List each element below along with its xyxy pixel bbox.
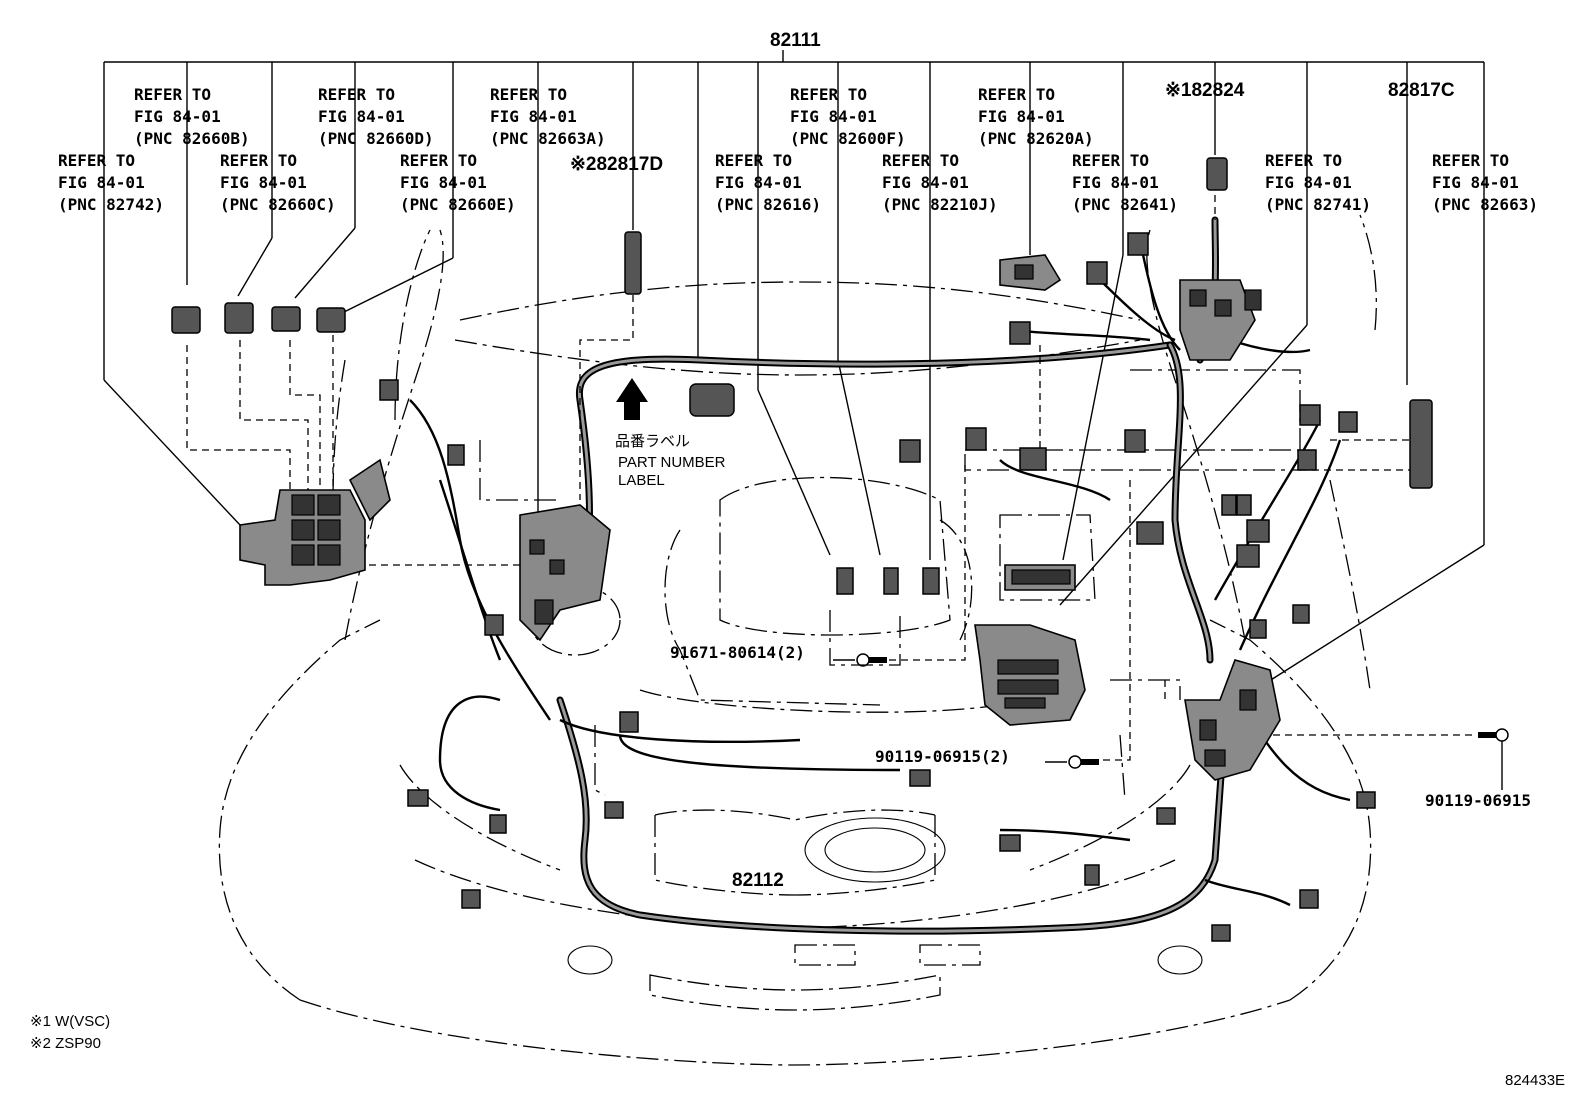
refer-82210j: REFER TO FIG 84-01 (PNC 82210J) (882, 151, 998, 214)
svg-text:REFER TO: REFER TO (58, 151, 135, 170)
refer-82660b: REFER TO FIG 84-01 (PNC 82660B) (134, 85, 250, 148)
bracket-82111 (103, 50, 1485, 691)
part-number-label-jp: 品番ラベル (615, 433, 690, 450)
svg-text:FIG 84-01: FIG 84-01 (400, 173, 487, 192)
svg-text:FIG 84-01: FIG 84-01 (490, 107, 577, 126)
svg-text:(PNC 82660D): (PNC 82660D) (318, 129, 434, 148)
svg-text:REFER TO: REFER TO (715, 151, 792, 170)
svg-text:FIG 84-01: FIG 84-01 (1265, 173, 1352, 192)
svg-text:REFER TO: REFER TO (882, 151, 959, 170)
fuse-box-top (999, 254, 1062, 291)
figure-id: 824433E (1505, 1072, 1565, 1089)
refer-82641: REFER TO FIG 84-01 (PNC 82641) (1072, 151, 1178, 214)
refer-82660e: REFER TO FIG 84-01 (PNC 82660E) (400, 151, 516, 214)
harness-cluster-right (1179, 279, 1262, 361)
svg-text:REFER TO: REFER TO (978, 85, 1055, 104)
bolt-91671-80614-label: 91671-80614(2) (670, 643, 805, 662)
svg-text:FIG 84-01: FIG 84-01 (134, 107, 221, 126)
svg-text:(PNC 82210J): (PNC 82210J) (882, 195, 998, 214)
svg-text:(PNC 82620A): (PNC 82620A) (978, 129, 1094, 148)
part-number-arrow (616, 378, 648, 420)
footnotes: ※1 W(VSC) ※2 ZSP90 (30, 1013, 110, 1052)
junction-block (1004, 564, 1076, 591)
footnote-1: ※1 W(VSC) (30, 1013, 110, 1030)
svg-text:(PNC 82660E): (PNC 82660E) (400, 195, 516, 214)
svg-text:FIG 84-01: FIG 84-01 (220, 173, 307, 192)
svg-text:REFER TO: REFER TO (790, 85, 867, 104)
svg-text:(PNC 82641): (PNC 82641) (1072, 195, 1178, 214)
refer-82616: REFER TO FIG 84-01 (PNC 82616) (715, 151, 821, 214)
svg-text:REFER TO: REFER TO (220, 151, 297, 170)
svg-text:FIG 84-01: FIG 84-01 (1072, 173, 1159, 192)
svg-text:REFER TO: REFER TO (1072, 151, 1149, 170)
svg-text:REFER TO: REFER TO (1432, 151, 1509, 170)
part-82817c-label: 82817C (1388, 80, 1455, 101)
svg-text:REFER TO: REFER TO (400, 151, 477, 170)
part-82817d-label: ※282817D (570, 154, 663, 175)
refer-82741: REFER TO FIG 84-01 (PNC 82741) (1265, 151, 1371, 214)
relay-block-right (1184, 659, 1281, 781)
refer-82663: REFER TO FIG 84-01 (PNC 82663) (1432, 151, 1538, 214)
part-number-label: 品番ラベル PART NUMBER LABEL (615, 433, 726, 489)
svg-text:REFER TO: REFER TO (490, 85, 567, 104)
svg-text:FIG 84-01: FIG 84-01 (318, 107, 405, 126)
relay-block-left (239, 458, 391, 586)
bolt-90119-06915 (1478, 728, 1509, 790)
svg-text:REFER TO: REFER TO (318, 85, 395, 104)
svg-text:FIG 84-01: FIG 84-01 (790, 107, 877, 126)
svg-text:REFER TO: REFER TO (134, 85, 211, 104)
bolt-90119-06915-label: 90119-06915 (1425, 791, 1531, 810)
svg-text:(PNC 82660C): (PNC 82660C) (220, 195, 336, 214)
refer-82600f: REFER TO FIG 84-01 (PNC 82600F) (790, 85, 906, 148)
harness-82112 (556, 696, 1229, 935)
part-number-label-line2: LABEL (618, 472, 665, 489)
connectors (171, 157, 1433, 942)
refer-82660d: REFER TO FIG 84-01 (PNC 82660D) (318, 85, 434, 148)
refer-82660c: REFER TO FIG 84-01 (PNC 82660C) (220, 151, 336, 214)
refer-82620a: REFER TO FIG 84-01 (PNC 82620A) (978, 85, 1094, 148)
bolt-90119-06915-pair-label: 90119-06915(2) (875, 747, 1010, 766)
svg-text:FIG 84-01: FIG 84-01 (58, 173, 145, 192)
part-82112-label: 82112 (732, 870, 784, 891)
svg-text:(PNC 82742): (PNC 82742) (58, 195, 164, 214)
svg-text:(PNC 82663): (PNC 82663) (1432, 195, 1538, 214)
refer-82663a: REFER TO FIG 84-01 (PNC 82663A) (490, 85, 606, 148)
svg-text:(PNC 82616): (PNC 82616) (715, 195, 821, 214)
svg-text:(PNC 82741): (PNC 82741) (1265, 195, 1371, 214)
part-82111-label: 82111 (770, 30, 821, 51)
svg-text:FIG 84-01: FIG 84-01 (882, 173, 969, 192)
refer-82742: REFER TO FIG 84-01 (PNC 82742) (58, 151, 164, 214)
part-number-label-line1: PART NUMBER (618, 454, 726, 471)
svg-text:FIG 84-01: FIG 84-01 (978, 107, 1065, 126)
svg-text:REFER TO: REFER TO (1265, 151, 1342, 170)
ecu-module (974, 624, 1086, 726)
svg-text:FIG 84-01: FIG 84-01 (1432, 173, 1519, 192)
bolt-90119-06915-pair (1045, 755, 1099, 769)
svg-text:(PNC 82663A): (PNC 82663A) (490, 129, 606, 148)
svg-text:(PNC 82600F): (PNC 82600F) (790, 129, 906, 148)
svg-text:FIG 84-01: FIG 84-01 (715, 173, 802, 192)
fuse-box-left (519, 504, 611, 642)
part-82824-label: ※182824 (1165, 80, 1245, 101)
footnote-2: ※2 ZSP90 (30, 1035, 101, 1052)
bolt-91671-80614 (833, 653, 887, 667)
svg-text:(PNC 82660B): (PNC 82660B) (134, 129, 250, 148)
